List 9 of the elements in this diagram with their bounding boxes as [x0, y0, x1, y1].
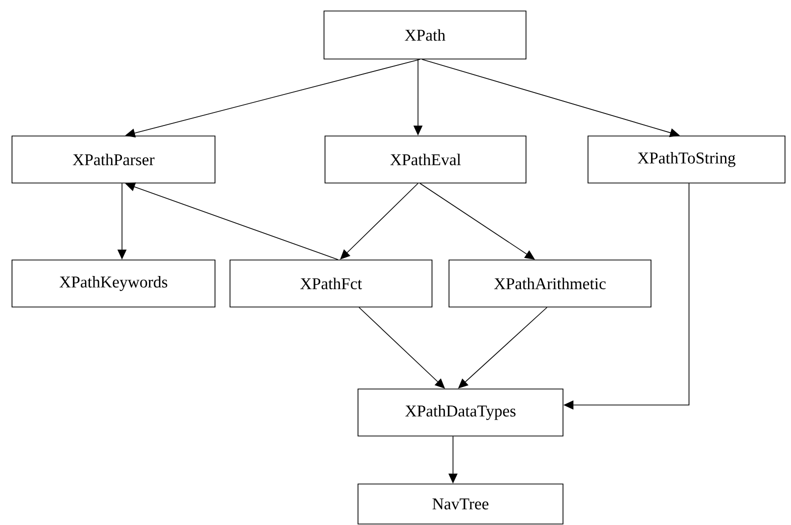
class-box: XPathToString: [588, 136, 786, 184]
class-box: XPath: [324, 10, 526, 60]
class-box: XPathArithmetic: [448, 260, 652, 308]
class-box: NavTree: [358, 484, 564, 524]
class-box: XPathFct: [230, 260, 432, 308]
class-box: XPathDataTypes: [358, 388, 564, 436]
class-box: XPathParser: [12, 136, 216, 184]
class-box: XPathKeywords: [12, 260, 216, 308]
class-box: XPathEval: [324, 136, 526, 184]
